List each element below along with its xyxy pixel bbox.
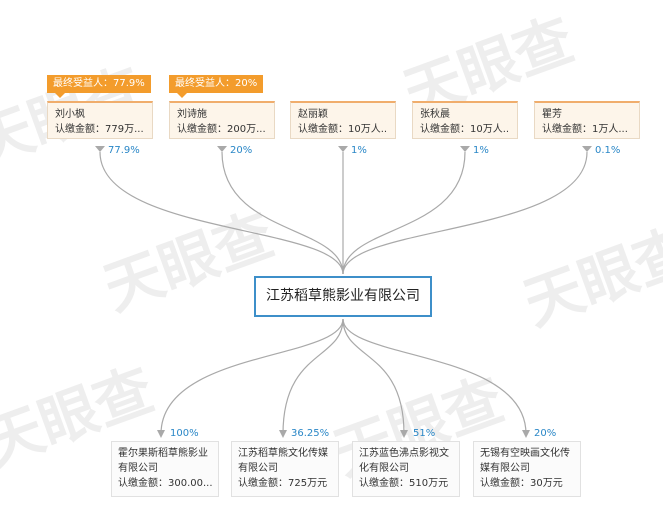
shareholder-name: 刘小枫 — [55, 109, 85, 120]
shareholder-name: 赵丽颖 — [298, 109, 328, 120]
shareholder-node[interactable]: 刘诗施 认缴金额：200万... — [169, 101, 275, 139]
investment-amount: 认缴金额：300.00... — [118, 478, 212, 489]
shareholder-node[interactable]: 刘小枫 认缴金额：779万... — [47, 101, 153, 139]
investment-node[interactable]: 江苏蓝色沸点影视文化有限公司 认缴金额：510万元 — [352, 441, 460, 497]
company-node[interactable]: 江苏稻草熊影业有限公司 — [254, 276, 432, 317]
arrow-down-icon — [460, 146, 470, 152]
edge-shareholder-4 — [342, 151, 466, 275]
edge-investment-1 — [157, 318, 344, 438]
arrow-down-icon — [95, 146, 105, 152]
edge-shareholder-5 — [342, 151, 588, 275]
shareholding-percent: 0.1% — [595, 145, 621, 156]
shareholding-percent: 1% — [473, 145, 489, 156]
investment-node[interactable]: 无锡有空映画文化传媒有限公司 认缴金额：30万元 — [473, 441, 581, 497]
investment-name: 霍尔果斯稻草熊影业有限公司 — [118, 448, 208, 474]
arrow-down-icon — [582, 146, 592, 152]
shareholder-node[interactable]: 张秋晨 认缴金额：10万人... — [412, 101, 518, 139]
shareholding-percent: 77.9% — [108, 145, 140, 156]
shareholder-node[interactable]: 瞿芳 认缴金额：1万人... — [534, 101, 640, 139]
investment-amount: 认缴金额：725万元 — [238, 478, 328, 489]
edge-shareholder-2 — [221, 151, 344, 275]
investment-name: 无锡有空映画文化传媒有限公司 — [480, 448, 570, 474]
investment-name: 江苏蓝色沸点影视文化有限公司 — [359, 448, 449, 474]
investment-node[interactable]: 江苏稻草熊文化传媒有限公司 认缴金额：725万元 — [231, 441, 339, 497]
investment-node[interactable]: 霍尔果斯稻草熊影业有限公司 认缴金额：300.00... — [111, 441, 219, 497]
investment-amount: 认缴金额：510万元 — [359, 478, 449, 489]
investment-amount: 认缴金额：30万元 — [480, 478, 563, 489]
shareholder-amount: 认缴金额：779万... — [55, 124, 144, 135]
arrow-down-icon — [338, 146, 348, 152]
shareholder-amount: 认缴金额：200万... — [177, 124, 266, 135]
investment-percent: 100% — [170, 428, 199, 439]
edge-investment-2 — [279, 318, 344, 438]
investment-name: 江苏稻草熊文化传媒有限公司 — [238, 448, 328, 474]
shareholder-name: 瞿芳 — [542, 109, 562, 120]
shareholder-amount: 认缴金额：10万人... — [298, 124, 388, 135]
shareholder-amount: 认缴金额：10万人... — [420, 124, 510, 135]
shareholder-amount: 认缴金额：1万人... — [542, 124, 628, 135]
arrow-down-icon — [217, 146, 227, 152]
investment-percent: 20% — [534, 428, 557, 439]
shareholder-node[interactable]: 赵丽颖 认缴金额：10万人... — [290, 101, 396, 139]
ultimate-beneficiary-tag: 最终受益人：77.9% — [47, 75, 151, 98]
shareholding-percent: 20% — [230, 145, 253, 156]
edge-shareholder-1 — [99, 151, 344, 275]
investment-percent: 51% — [413, 428, 436, 439]
shareholder-name: 张秋晨 — [420, 109, 450, 120]
investment-percent: 36.25% — [291, 428, 330, 439]
edge-investment-4 — [342, 318, 530, 438]
edge-investment-3 — [342, 318, 408, 438]
shareholder-name: 刘诗施 — [177, 109, 207, 120]
ultimate-beneficiary-tag: 最终受益人：20% — [169, 75, 264, 98]
shareholding-percent: 1% — [351, 145, 367, 156]
